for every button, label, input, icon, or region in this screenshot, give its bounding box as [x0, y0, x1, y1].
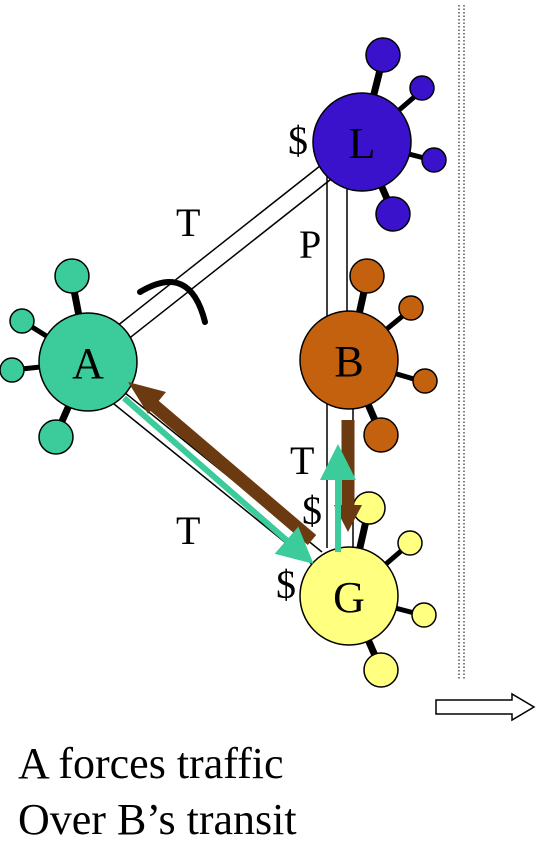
- link-label-a-g: T: [176, 508, 200, 553]
- node-a-leaf: [54, 258, 90, 294]
- node-b-leaf: [349, 258, 385, 294]
- node-b-leaf: [363, 417, 399, 453]
- node-l-leaf: [365, 37, 401, 73]
- node-b: B: [299, 258, 438, 453]
- node-b-leaf: [412, 368, 438, 394]
- dollar-label-g-top: $: [302, 488, 322, 533]
- hollow-right-arrow-icon: [435, 692, 536, 722]
- node-b-label: B: [334, 337, 363, 386]
- node-l-leaf: [375, 196, 411, 232]
- dollar-label-l: $: [288, 118, 308, 163]
- node-a-leaf: [9, 308, 35, 334]
- link-label-a-l: T: [176, 200, 200, 245]
- node-a-leaf: [38, 419, 74, 455]
- node-l-label: L: [349, 119, 376, 168]
- caption-line-1: A forces traffic: [18, 739, 284, 788]
- traffic-arrow-a-to-g: [122, 395, 314, 564]
- link-label-b-l: P: [299, 222, 321, 267]
- node-b-circle: [299, 310, 399, 410]
- blocked-route-arc-icon: [137, 279, 208, 325]
- caption-line-2: Over B’s transit: [18, 795, 297, 844]
- node-g-label: G: [333, 573, 365, 622]
- node-g: G: [299, 491, 437, 688]
- node-a-label: A: [72, 339, 104, 388]
- node-g-circle: [299, 546, 399, 646]
- node-l-leaf: [421, 147, 447, 173]
- node-a-leaf: [0, 357, 25, 383]
- link-label-b-g: T: [290, 438, 314, 483]
- node-l-circle: [312, 92, 412, 192]
- node-l-leaf: [409, 75, 435, 101]
- node-g-leaf: [397, 530, 423, 556]
- link-a-l: [111, 161, 336, 345]
- dollar-label-g-left: $: [276, 562, 296, 607]
- node-l: L: [312, 37, 447, 232]
- node-g-leaf: [411, 602, 437, 628]
- node-a-circle: [38, 312, 138, 412]
- node-a: A: [0, 258, 138, 455]
- node-b-leaf: [398, 295, 424, 321]
- traffic-arrow-g-to-a: [128, 382, 317, 545]
- node-g-leaf: [363, 652, 399, 688]
